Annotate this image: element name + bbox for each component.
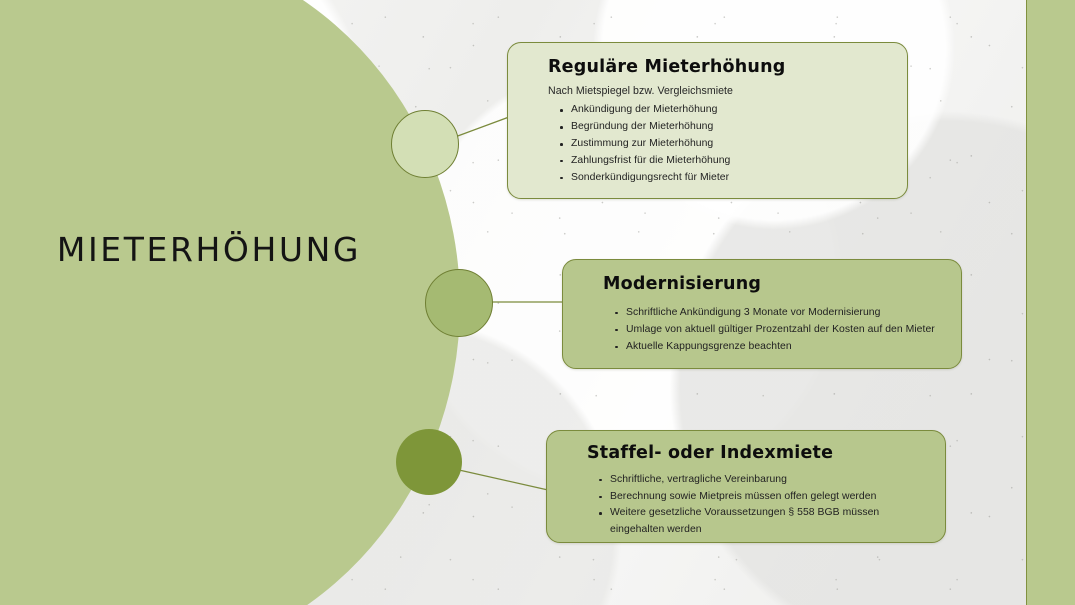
- card-subtitle: Nach Mietspiegel bzw. Vergleichsmiete: [548, 84, 733, 97]
- card-title: Staffel- oder Indexmiete: [587, 443, 834, 463]
- list-item: Aktuelle Kappungsgrenze beachten: [615, 339, 941, 356]
- list-item: Weitere gesetzliche Voraussetzungen § 55…: [599, 505, 925, 538]
- hero-circle-shape: [0, 0, 460, 605]
- list-item: Zahlungsfrist für die Mieterhöhung: [560, 153, 887, 170]
- page-title: MIETERHÖHUNG: [56, 230, 362, 269]
- card-staffel-oder-indexmiete[interactable]: Staffel- oder Indexmiete Schriftliche, v…: [546, 430, 946, 543]
- node-staffel-indexmiete[interactable]: [396, 429, 462, 495]
- list-item: Berechnung sowie Mietpreis müssen offen …: [599, 489, 925, 506]
- card-title: Modernisierung: [603, 274, 762, 294]
- card-bullet-list: Schriftliche, vertragliche Vereinbarung …: [569, 472, 925, 539]
- node-regulaere-mieterhoehung[interactable]: [391, 110, 459, 178]
- connector-line-3: [458, 469, 549, 491]
- list-item: Ankündigung der Mieterhöhung: [560, 102, 887, 119]
- list-item: Zustimmung zur Mieterhöhung: [560, 136, 887, 153]
- card-bullet-list: Schriftliche Ankündigung 3 Monate vor Mo…: [585, 305, 941, 356]
- list-item: Umlage von aktuell gültiger Prozentzahl …: [615, 322, 941, 339]
- card-regulaere-mieterhoehung[interactable]: Reguläre Mieterhöhung Nach Mietspiegel b…: [507, 42, 908, 199]
- list-item: Begründung der Mieterhöhung: [560, 119, 887, 136]
- card-bullet-list: Ankündigung der Mieterhöhung Begründung …: [530, 102, 887, 186]
- card-title: Reguläre Mieterhöhung: [548, 57, 786, 77]
- node-modernisierung[interactable]: [425, 269, 493, 337]
- connector-line-1: [454, 116, 510, 138]
- right-accent-band: [1026, 0, 1075, 605]
- list-item: Sonderkündigungsrecht für Mieter: [560, 170, 887, 187]
- card-modernisierung[interactable]: Modernisierung Schriftliche Ankündigung …: [562, 259, 962, 369]
- list-item: Schriftliche Ankündigung 3 Monate vor Mo…: [615, 305, 941, 322]
- list-item: Schriftliche, vertragliche Vereinbarung: [599, 472, 925, 489]
